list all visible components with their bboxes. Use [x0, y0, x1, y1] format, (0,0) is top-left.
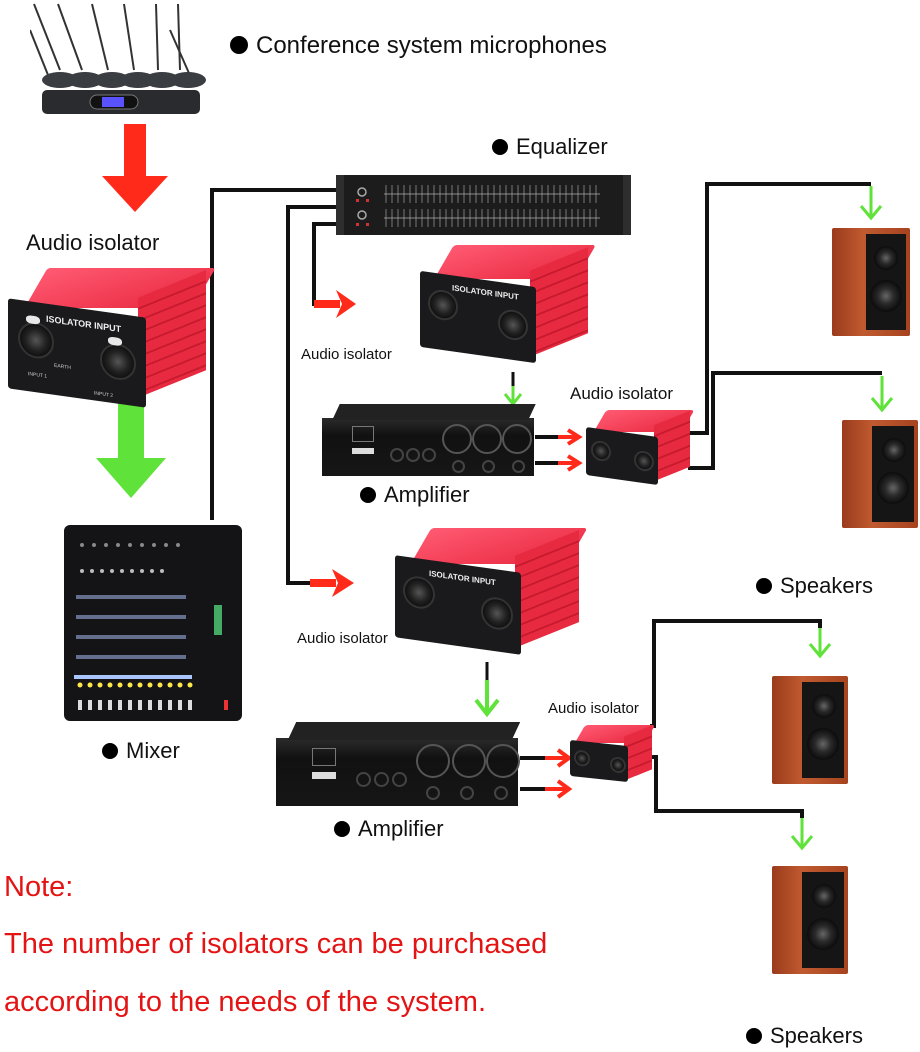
conference-microphones-image: [29, 0, 220, 120]
arrow-isolator-to-mixer: [96, 400, 166, 498]
wire-to-speaker-1: [690, 182, 871, 435]
bullet-icon: [230, 36, 248, 54]
bullet-icon: [360, 487, 376, 503]
arrow-amp1-to-isolator-b: [535, 454, 583, 472]
bullet-icon: [334, 821, 350, 837]
wire-equalizer-to-branch1: [312, 222, 338, 306]
label-audio-isolator-amp1: Audio isolator: [570, 384, 674, 403]
bullet-icon: [492, 139, 508, 155]
wire-to-speaker-4: [650, 755, 804, 818]
label-speakers-1: Speakers: [756, 573, 873, 599]
speaker-4: [772, 866, 848, 974]
audio-isolator-branch2: ISOLATOR INPUT: [393, 528, 588, 655]
amplifier-1-top: [332, 404, 536, 420]
audio-isolator-main: ISOLATOR INPUT EARTH INPUT 1 INPUT 2: [6, 268, 216, 408]
arrow-isolator1-to-amp1: [503, 372, 523, 407]
wire-to-speaker-2: [688, 371, 882, 470]
audio-isolator-amp1: [584, 410, 695, 486]
amplifier-2-image: [276, 738, 520, 806]
label-equalizer: Equalizer: [492, 134, 608, 160]
arrow-to-speaker-1: [859, 186, 883, 221]
bullet-icon: [756, 578, 772, 594]
arrow-amp1-to-isolator-a: [535, 428, 583, 446]
speaker-3: [772, 676, 848, 784]
label-audio-isolator-branch1: Audio isolator: [301, 346, 392, 363]
label-conference-microphones: Conference system microphones: [230, 32, 607, 60]
arrow-eq-to-isolator-1: [314, 290, 356, 318]
bullet-icon: [746, 1028, 762, 1044]
bullet-icon: [102, 743, 118, 759]
speaker-1: [832, 228, 910, 336]
arrow-mic-to-isolator: [102, 124, 168, 212]
arrow-eq-to-isolator-2: [310, 569, 354, 597]
amplifier-1-image: [322, 418, 534, 476]
label-audio-isolator-main: Audio isolator: [26, 230, 160, 255]
audio-isolator-amp2: [568, 725, 656, 783]
label-audio-isolator-amp2: Audio isolator: [548, 700, 639, 717]
arrow-to-speaker-4: [790, 818, 814, 851]
label-amplifier-2: Amplifier: [334, 816, 444, 842]
note-line-2: according to the needs of the system.: [4, 986, 486, 1018]
arrow-amp2-to-isolator-a: [520, 748, 573, 768]
label-speakers-2: Speakers: [746, 1023, 863, 1049]
speaker-2: [842, 420, 918, 528]
arrow-to-speaker-3: [808, 628, 832, 659]
arrow-to-speaker-2: [870, 376, 894, 413]
arrow-amp2-to-isolator-b: [520, 779, 573, 799]
note-line-1: The number of isolators can be purchased: [4, 928, 548, 960]
equalizer-image: [336, 175, 631, 235]
wire-mixer-to-equalizer: [210, 188, 338, 520]
mixer-image: [64, 525, 242, 721]
arrow-isolator2-to-amp2: [474, 662, 500, 718]
label-amplifier-1: Amplifier: [360, 482, 470, 508]
audio-isolator-branch1: ISOLATOR INPUT: [418, 245, 596, 364]
amplifier-2-top: [287, 722, 521, 740]
note-heading: Note:: [4, 871, 74, 903]
label-audio-isolator-branch2: Audio isolator: [297, 630, 388, 647]
label-mixer: Mixer: [102, 738, 180, 764]
wire-equalizer-to-branch2: [286, 205, 338, 585]
